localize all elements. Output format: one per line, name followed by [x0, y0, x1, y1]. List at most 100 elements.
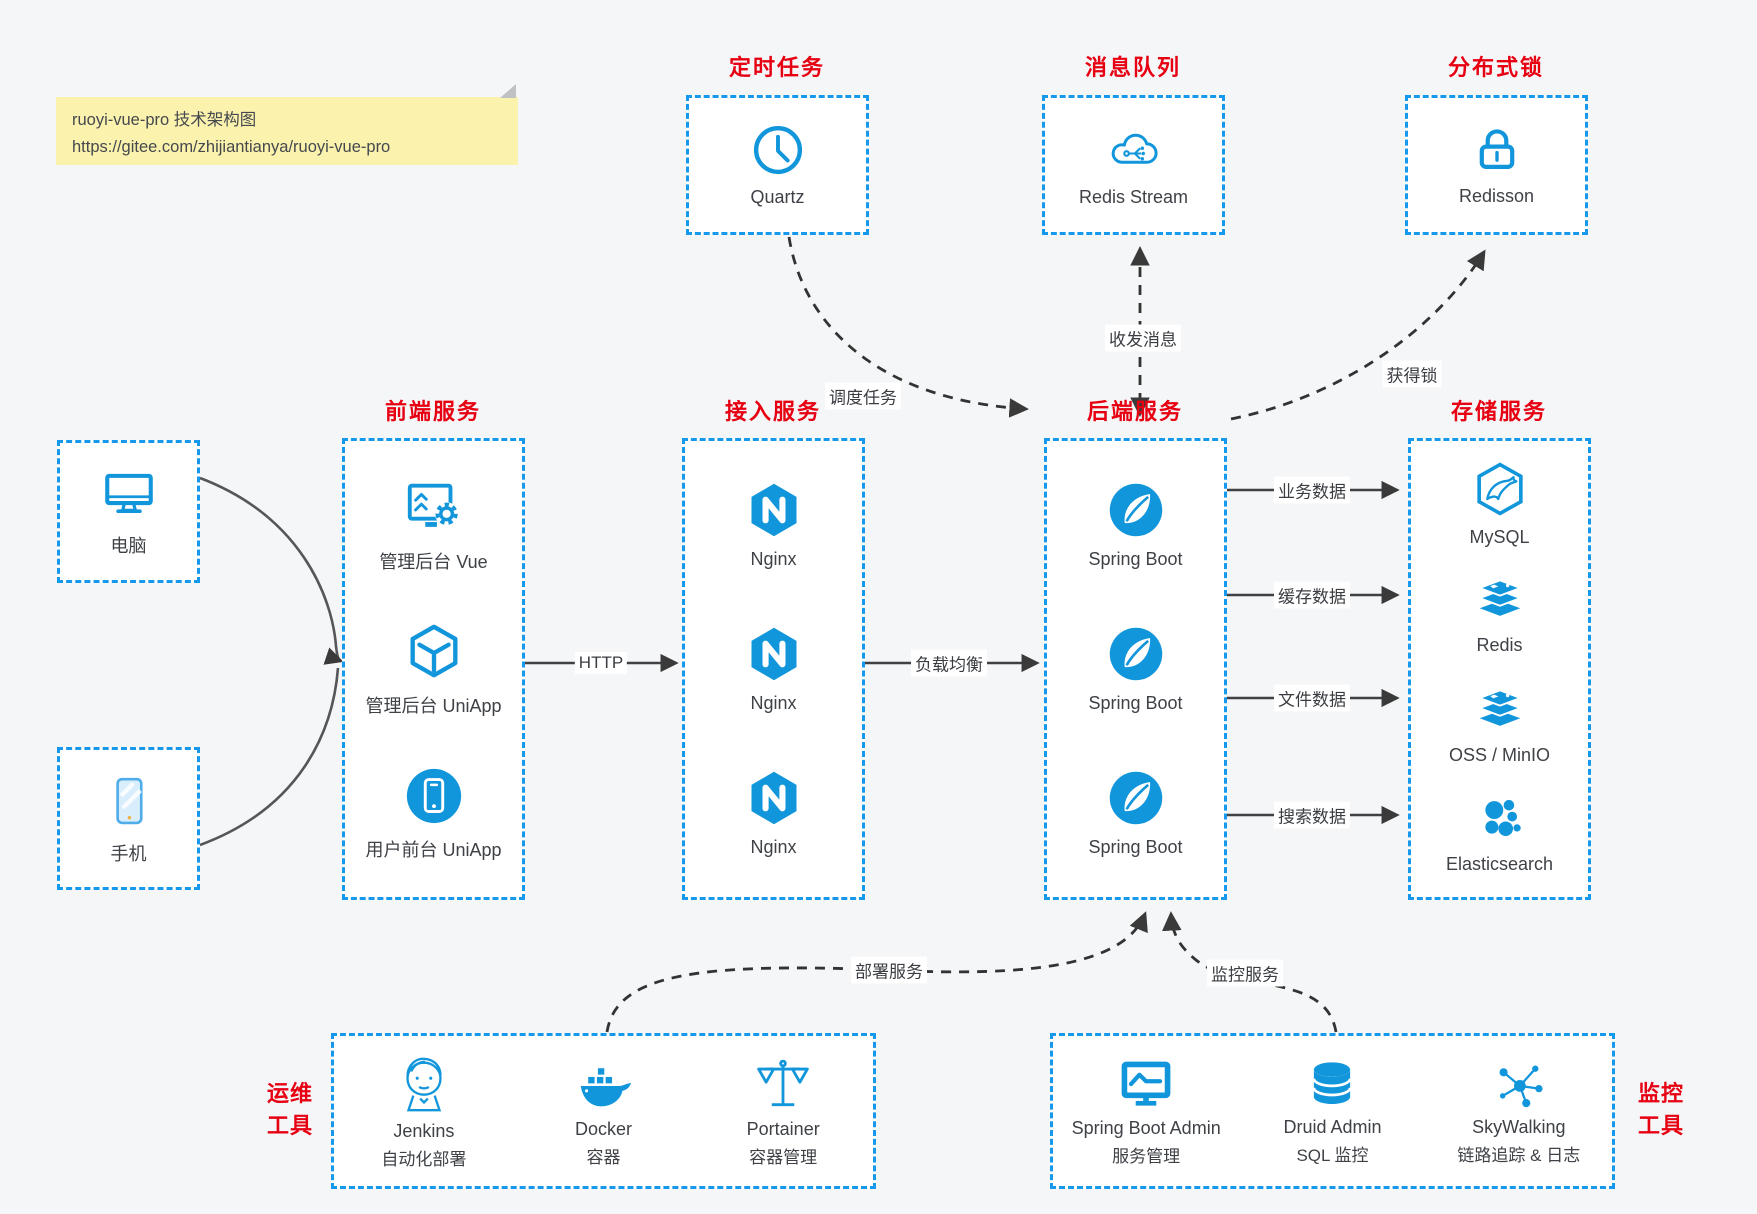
note-url: https://gitee.com/zhijiantianya/ruoyi-vu… [72, 137, 391, 156]
edge-label-deploy: 部署服务 [851, 956, 927, 984]
spring-icon [1106, 624, 1166, 684]
node-redis: Redis [1411, 559, 1588, 669]
edge-phone-to-frontend [199, 667, 340, 847]
node-label: Jenkins [393, 1121, 455, 1141]
node-admin-uniapp: 管理后台 UniApp [345, 597, 522, 741]
edge-label-business-data: 业务数据 [1274, 476, 1350, 504]
backend-services-box: Spring Boot Spring Boot Spring Boot [1044, 438, 1227, 900]
node-label: Druid Admin [1283, 1117, 1382, 1137]
group-title-distributed-lock: 分布式锁 [1447, 55, 1545, 80]
edge-label-lock: 获得锁 [1382, 360, 1442, 388]
network-nodes-icon [1490, 1056, 1548, 1114]
note-fold-corner [500, 84, 516, 98]
note-title: ruoyi-vue-pro 技术架构图 [72, 111, 257, 129]
group-title-storage: 存储服务 [1450, 399, 1548, 424]
node-springboot-3: Spring Boot [1047, 741, 1224, 885]
node-label: Spring Boot Admin [1071, 1118, 1221, 1138]
node-nginx-1: Nginx [685, 453, 862, 597]
database-icon [1303, 1056, 1361, 1114]
nginx-icon [744, 768, 804, 828]
node-label: 手机 [110, 844, 147, 864]
group-title-gateway: 接入服务 [724, 399, 822, 424]
node-sublabel: SQL 监控 [1296, 1146, 1369, 1165]
edge-label-monitor: 监控服务 [1207, 959, 1283, 987]
node-nginx-3: Nginx [685, 741, 862, 885]
node-redis-stream: Redis Stream [1042, 95, 1225, 235]
node-label: Nginx [750, 693, 797, 713]
nginx-icon [744, 624, 804, 684]
node-label: Spring Boot [1088, 837, 1183, 857]
node-label: Redisson [1458, 186, 1535, 206]
node-druid-admin: Druid Admin SQL 监控 [1239, 1042, 1425, 1180]
gateway-services-box: Nginx Nginx Nginx [682, 438, 865, 900]
storage-services-box: MySQL Redis [1408, 438, 1591, 900]
node-mysql: MySQL [1411, 449, 1588, 559]
sticky-note: ruoyi-vue-pro 技术架构图 https://gitee.com/zh… [56, 84, 518, 165]
node-sublabel: 容器管理 [749, 1148, 818, 1167]
node-quartz: Quartz [686, 95, 869, 235]
node-label: Spring Boot [1088, 549, 1183, 569]
cloud-stream-icon [1104, 122, 1164, 178]
spring-icon [1106, 768, 1166, 828]
node-docker: Docker 容器 [514, 1042, 694, 1180]
node-label: 用户前台 UniApp [365, 839, 502, 860]
node-label: OSS / MinIO [1448, 745, 1551, 765]
mysql-icon [1471, 460, 1529, 518]
node-label: SkyWalking [1472, 1117, 1566, 1137]
user-app-icon [403, 765, 465, 827]
ops-tools-box: Jenkins 自动化部署 Docker 容器 [331, 1033, 876, 1189]
node-elasticsearch: Elasticsearch [1411, 779, 1588, 889]
spring-icon [1106, 480, 1166, 540]
elasticsearch-icon [1472, 793, 1528, 845]
frontend-services-box: 管理后台 Vue 管理后台 UniApp 用户前台 UniApp [342, 438, 525, 900]
nginx-icon [744, 480, 804, 540]
edge-label-schedule: 调度任务 [825, 382, 901, 410]
admin-vue-icon [402, 477, 466, 539]
node-sublabel: 服务管理 [1112, 1147, 1181, 1166]
edge-pc-to-frontend [199, 476, 344, 665]
monitor-chart-icon [1114, 1055, 1178, 1115]
edge-lock-line [1230, 249, 1486, 421]
portainer-icon [753, 1054, 813, 1116]
monitoring-tools-box: Spring Boot Admin 服务管理 Druid Admin SQL 监… [1050, 1033, 1615, 1189]
edge-label-http: HTTP [574, 652, 628, 674]
node-sublabel: 容器 [586, 1148, 621, 1167]
node-label: Spring Boot [1088, 693, 1183, 713]
node-mobile: 手机 [57, 747, 200, 890]
node-label: Portainer [746, 1119, 820, 1139]
node-label: Redis [1476, 635, 1523, 655]
group-title-backend: 后端服务 [1086, 399, 1184, 424]
node-user-uniapp: 用户前台 UniApp [345, 741, 522, 885]
node-oss-minio: OSS / MinIO [1411, 669, 1588, 779]
node-portainer: Portainer 容器管理 [693, 1042, 873, 1180]
node-label: Redis Stream [1078, 187, 1189, 207]
uniapp-cube-icon [403, 621, 465, 683]
node-label: Nginx [750, 837, 797, 857]
node-label: 管理后台 UniApp [365, 695, 502, 716]
edge-label-message: 收发消息 [1105, 324, 1181, 352]
desktop-icon [98, 465, 160, 523]
lock-icon [1470, 123, 1524, 177]
node-springboot-2: Spring Boot [1047, 597, 1224, 741]
node-label: Elasticsearch [1445, 854, 1554, 874]
node-skywalking: SkyWalking 链路追踪 & 日志 [1426, 1042, 1612, 1180]
node-sublabel: 链路追踪 & 日志 [1457, 1146, 1581, 1165]
node-springboot-admin: Spring Boot Admin 服务管理 [1053, 1042, 1239, 1180]
node-label: Quartz [750, 187, 805, 207]
group-title-scheduled-tasks: 定时任务 [728, 55, 826, 80]
group-title-message-queue: 消息队列 [1084, 55, 1182, 80]
group-title-ops-tools: 运维 工具 [266, 1081, 314, 1138]
node-label: Docker [575, 1119, 633, 1139]
docker-icon [571, 1054, 637, 1116]
redis-stack-icon [1471, 682, 1529, 736]
clock-icon [750, 122, 806, 178]
node-label: MySQL [1469, 527, 1530, 547]
edge-label-load-balance: 负载均衡 [911, 649, 987, 677]
node-nginx-2: Nginx [685, 597, 862, 741]
node-pc: 电脑 [57, 440, 200, 583]
jenkins-icon [393, 1052, 455, 1118]
node-admin-vue: 管理后台 Vue [345, 453, 522, 597]
node-sublabel: 自动化部署 [381, 1150, 467, 1169]
redis-stack-icon [1471, 572, 1529, 626]
